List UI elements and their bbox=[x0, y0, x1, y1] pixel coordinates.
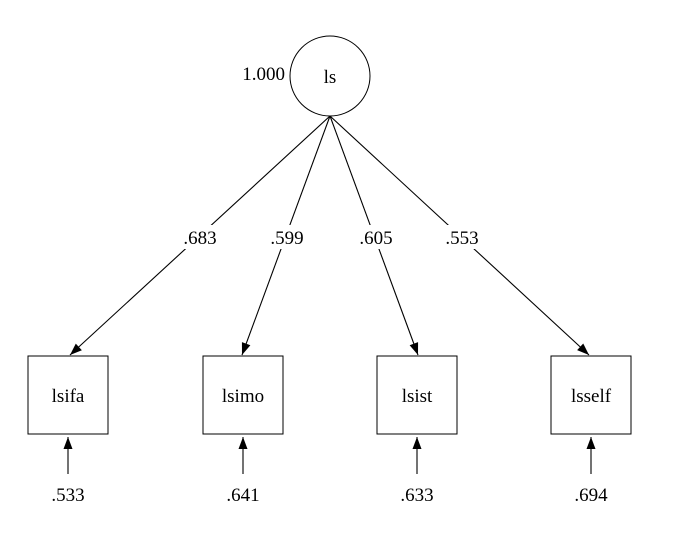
loading-label-bg bbox=[261, 225, 313, 249]
loading-label-bg bbox=[436, 225, 488, 249]
loading-value-lsist: .605 bbox=[359, 228, 392, 249]
residual-value-lsist: .633 bbox=[400, 485, 433, 506]
loading-label-bg bbox=[174, 225, 226, 249]
residual-value-lsself: .694 bbox=[574, 485, 608, 506]
indicator-label-lsist: lsist bbox=[402, 386, 433, 407]
latent-variance-label: 1.000 bbox=[242, 64, 285, 85]
loading-value-lsifa: .683 bbox=[183, 228, 216, 249]
loading-value-lsself: .553 bbox=[445, 228, 478, 249]
latent-node-circle bbox=[289, 35, 371, 117]
loading-value-lsimo: .599 bbox=[270, 228, 303, 249]
residual-value-lsifa: .533 bbox=[51, 485, 84, 506]
indicator-label-lsself: lsself bbox=[571, 386, 612, 407]
residual-value-lsimo: .641 bbox=[226, 485, 259, 506]
loading-label-bg bbox=[350, 225, 402, 249]
indicator-box-lsimo bbox=[202, 355, 284, 435]
latent-node-label: ls bbox=[324, 67, 337, 88]
indicator-label-lsimo: lsimo bbox=[222, 386, 264, 407]
indicator-box-lsist bbox=[376, 355, 458, 435]
indicator-box-lsself bbox=[550, 355, 632, 435]
indicator-label-lsifa: lsifa bbox=[52, 386, 85, 407]
indicator-box-lsifa bbox=[27, 355, 109, 435]
